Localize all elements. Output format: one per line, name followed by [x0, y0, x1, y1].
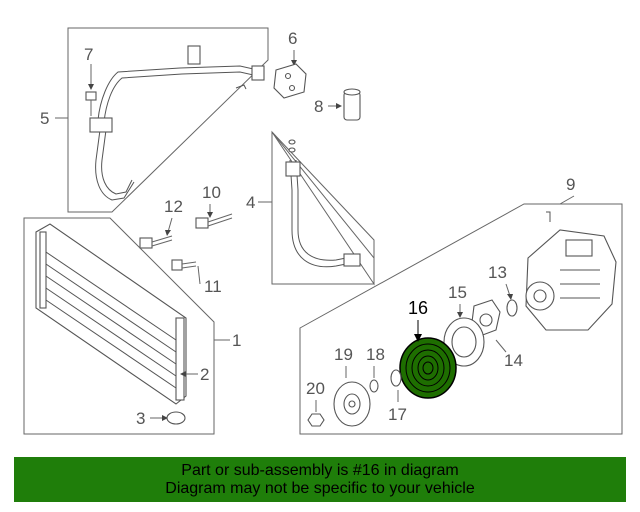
callout-1: 1	[232, 331, 241, 350]
footer-notice: Part or sub-assembly is #16 in diagram D…	[14, 457, 626, 502]
panel-hose-4: 4	[246, 130, 375, 286]
callout-15: 15	[448, 283, 467, 302]
callout-3: 3	[136, 409, 145, 428]
callout-11: 11	[204, 277, 222, 296]
part-16-pulley-highlight: 16	[399, 298, 457, 399]
footer-line-2: Diagram may not be specific to your vehi…	[165, 480, 475, 497]
callout-13: 13	[488, 263, 507, 282]
callout-14: 14	[504, 351, 523, 370]
callout-18: 18	[366, 345, 385, 364]
footer-line-1: Part or sub-assembly is #16 in diagram	[181, 462, 459, 479]
callout-7: 7	[84, 45, 93, 64]
parts-diagram: 5 7 6 8 4	[23, 27, 623, 435]
panel-compressor-9: 9 13 14 15	[299, 175, 623, 435]
callout-9: 9	[566, 175, 575, 194]
callout-4: 4	[246, 193, 255, 212]
callout-5: 5	[40, 109, 49, 128]
callout-20: 20	[306, 379, 325, 398]
callout-10: 10	[202, 183, 221, 202]
callout-17: 17	[388, 405, 407, 424]
callout-6: 6	[288, 29, 297, 48]
bolts-10-11-12: 10 12 11	[139, 183, 233, 296]
callout-2: 2	[200, 365, 209, 384]
callout-8: 8	[314, 97, 323, 116]
panel-hose-assembly-5: 5 7	[40, 27, 269, 213]
part-8-receiver: 8	[314, 88, 361, 121]
callout-16: 16	[408, 298, 428, 318]
part-6-bracket: 6	[273, 29, 307, 99]
callout-19: 19	[334, 345, 353, 364]
callout-12: 12	[164, 197, 183, 216]
panel-condenser-1: 1 2 3	[23, 217, 241, 435]
